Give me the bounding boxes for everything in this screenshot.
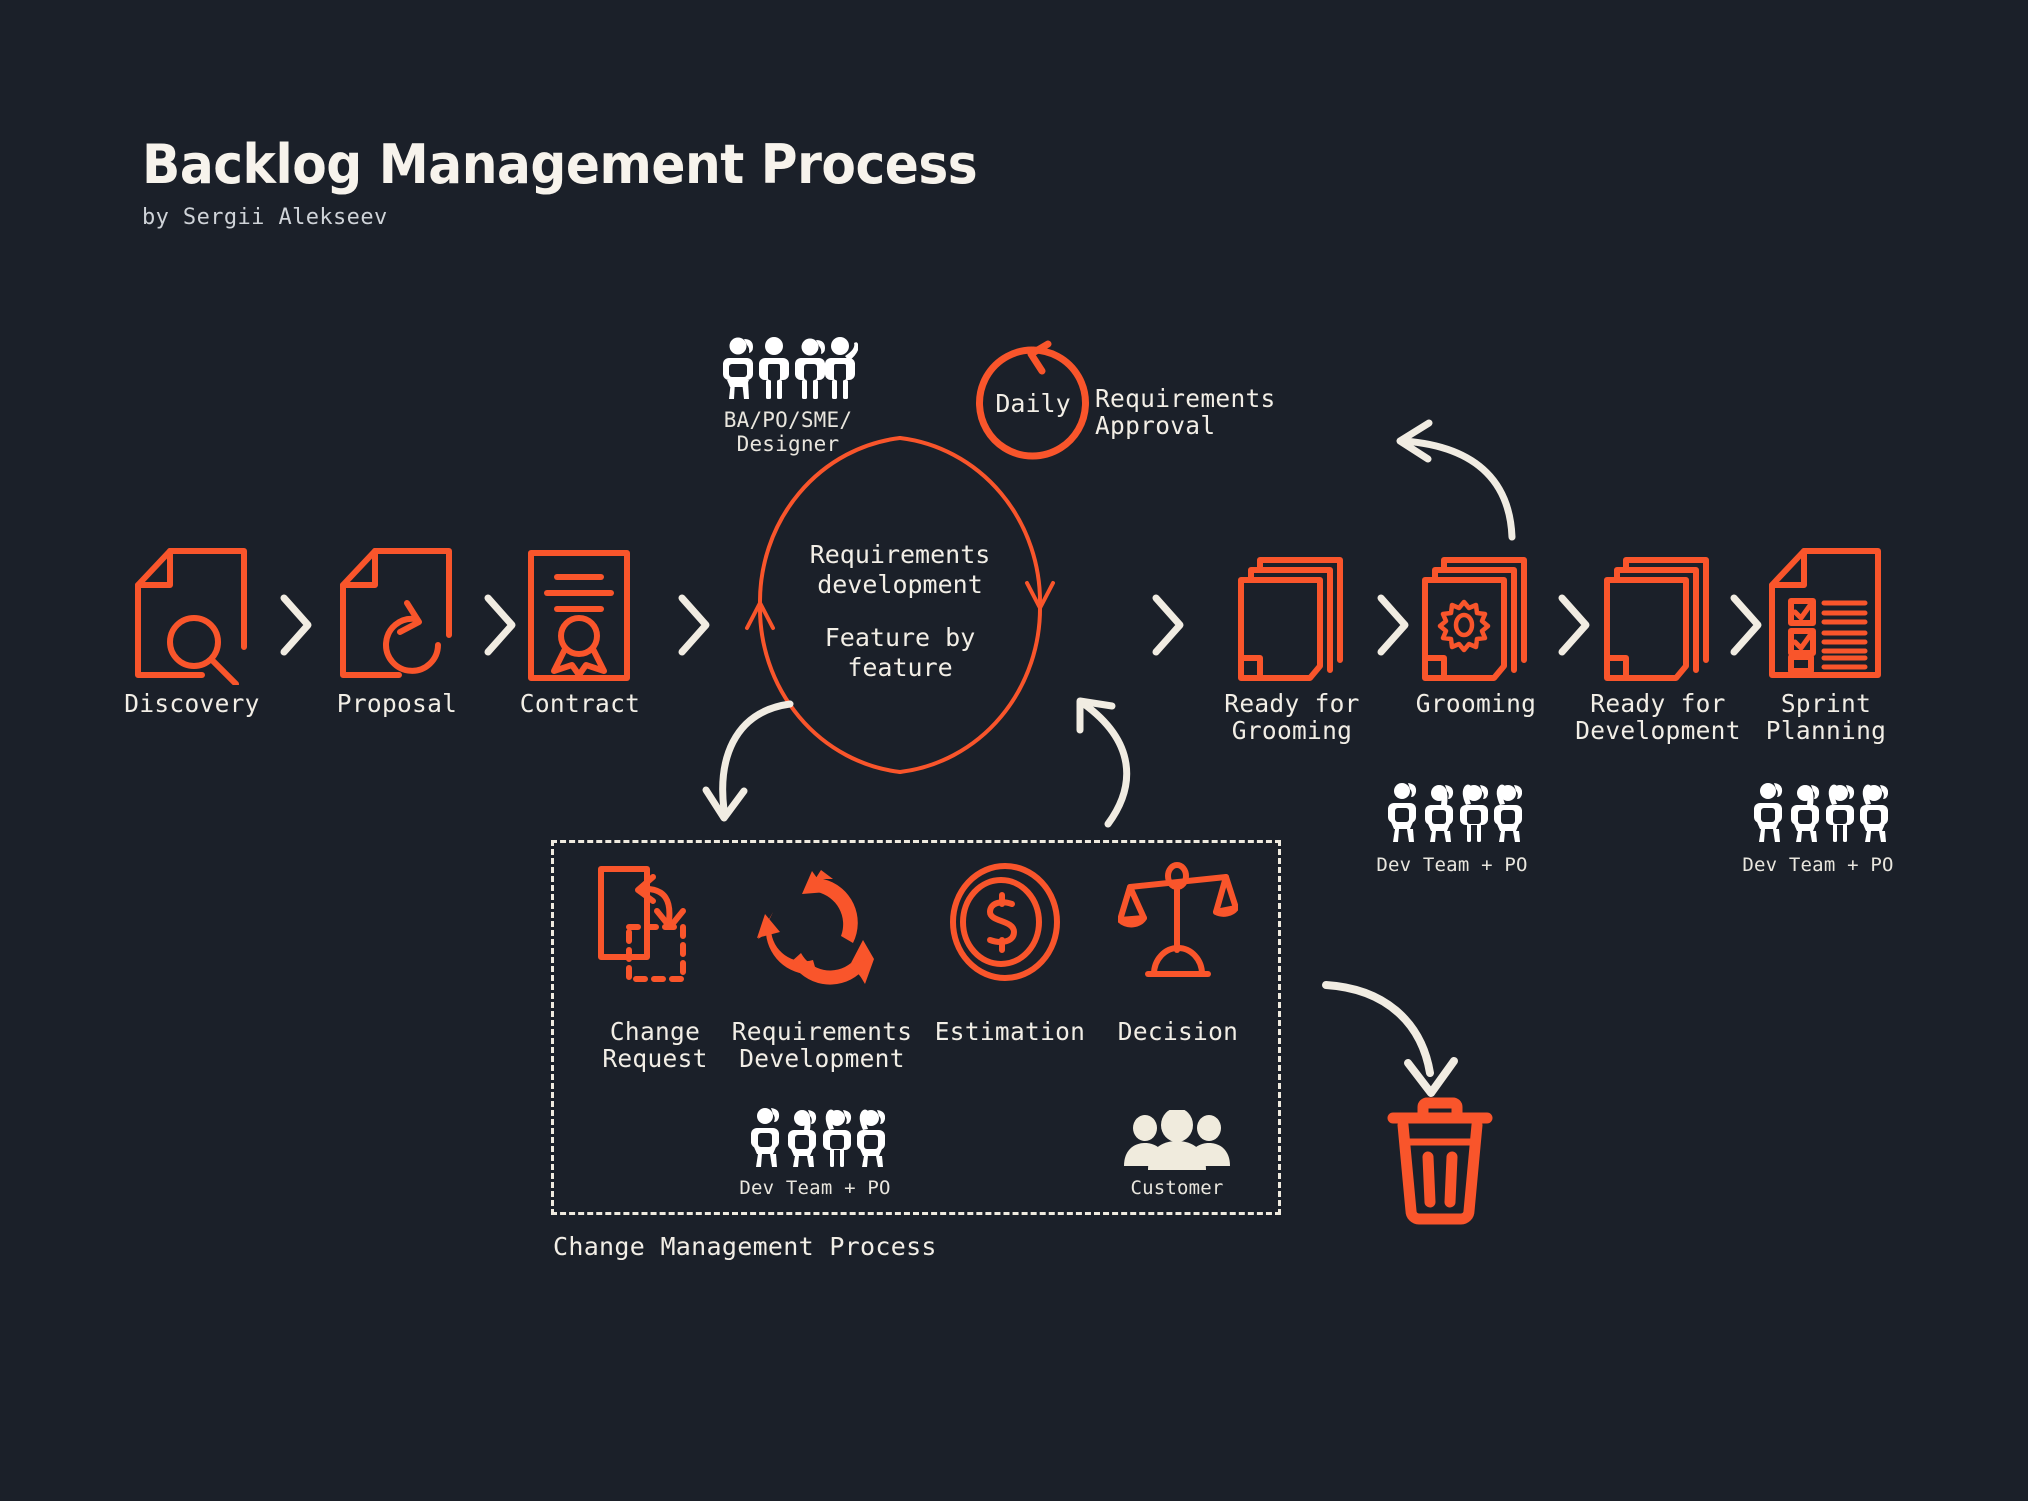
people-raised-hands-icon-2: [1748, 775, 1889, 845]
flow-chevron-4: [1148, 592, 1188, 662]
step-label-proposal: Proposal: [336, 689, 458, 718]
grooming-team-label: Dev Team + PO: [1376, 854, 1528, 876]
people-raised-hands-icon-3: [745, 1100, 886, 1170]
document-stack-icon: [1232, 548, 1352, 688]
customer-group-icon: [1122, 1108, 1232, 1172]
requirements-cycle-ring: [740, 420, 1060, 780]
step-label-discovery: Discovery: [124, 689, 260, 718]
recycle-arrows-icon: [755, 862, 879, 987]
flow-chevron-2: [480, 592, 520, 662]
certificate-icon: [525, 548, 633, 683]
page-byline: by Sergii Alekseev: [142, 204, 388, 230]
discard-arrow: [1320, 975, 1500, 1115]
grooming-feedback-arrow: [1362, 415, 1562, 565]
change-request-icon: [595, 865, 705, 985]
step-label-ready-for-grooming: Ready for Grooming: [1224, 689, 1360, 746]
daily-badge-label: Daily: [995, 389, 1071, 418]
step-label-sprint-planning: Sprint Planning: [1765, 689, 1887, 746]
flow-chevron-7: [1726, 592, 1766, 662]
cycle-center-text-secondary: Feature by feature: [824, 623, 976, 682]
cmp-item-label-change-request: Change Request: [602, 1017, 708, 1074]
title-block: Backlog Management Process by Sergii Ale…: [142, 133, 1040, 230]
flow-chevron-1: [276, 592, 316, 662]
daily-cycle-badge-ring: [970, 340, 1096, 466]
flow-chevron-3: [674, 592, 714, 662]
dollar-coin-icon: [948, 862, 1066, 982]
flow-chevron-5: [1373, 592, 1413, 662]
trash-bin-icon: [1385, 1095, 1495, 1225]
cmp-item-label-decision: Decision: [1117, 1017, 1239, 1046]
document-stack-icon-2: [1598, 548, 1718, 688]
step-label-contract: Contract: [519, 689, 641, 718]
document-magnifier-icon: [132, 545, 252, 687]
cmp-item-label-estimation: Estimation: [934, 1017, 1086, 1046]
cycle-center-text-primary: Requirements development: [809, 540, 991, 599]
people-group-icon: [718, 334, 859, 404]
step-label-grooming: Grooming: [1415, 689, 1537, 718]
step-label-ready-for-development: Ready for Development: [1575, 689, 1741, 746]
cycle-participants-label: BA/PO/SME/ Designer: [723, 408, 853, 457]
change-management-frame: [551, 840, 1281, 1215]
balance-scale-icon: [1117, 862, 1239, 982]
checklist-document-icon: [1766, 545, 1886, 685]
document-refresh-icon: [337, 545, 457, 685]
cmp-item-label-requirements-development: Requirements Development: [731, 1017, 913, 1074]
customer-label: Customer: [1130, 1177, 1224, 1199]
page-title: Backlog Management Process: [142, 133, 978, 196]
change-management-frame-label: Change Management Process: [553, 1232, 937, 1261]
requirements-approval-label: Requirements Approval: [1095, 384, 1276, 441]
cmp-team-label: Dev Team + PO: [739, 1177, 891, 1199]
document-stack-gear-icon: [1416, 548, 1536, 688]
change-to-cycle-arrow: [1060, 690, 1190, 850]
sprint-team-label: Dev Team + PO: [1742, 854, 1894, 876]
flow-chevron-6: [1554, 592, 1594, 662]
people-raised-hands-icon: [1382, 775, 1523, 845]
cycle-to-change-arrow: [700, 690, 880, 850]
